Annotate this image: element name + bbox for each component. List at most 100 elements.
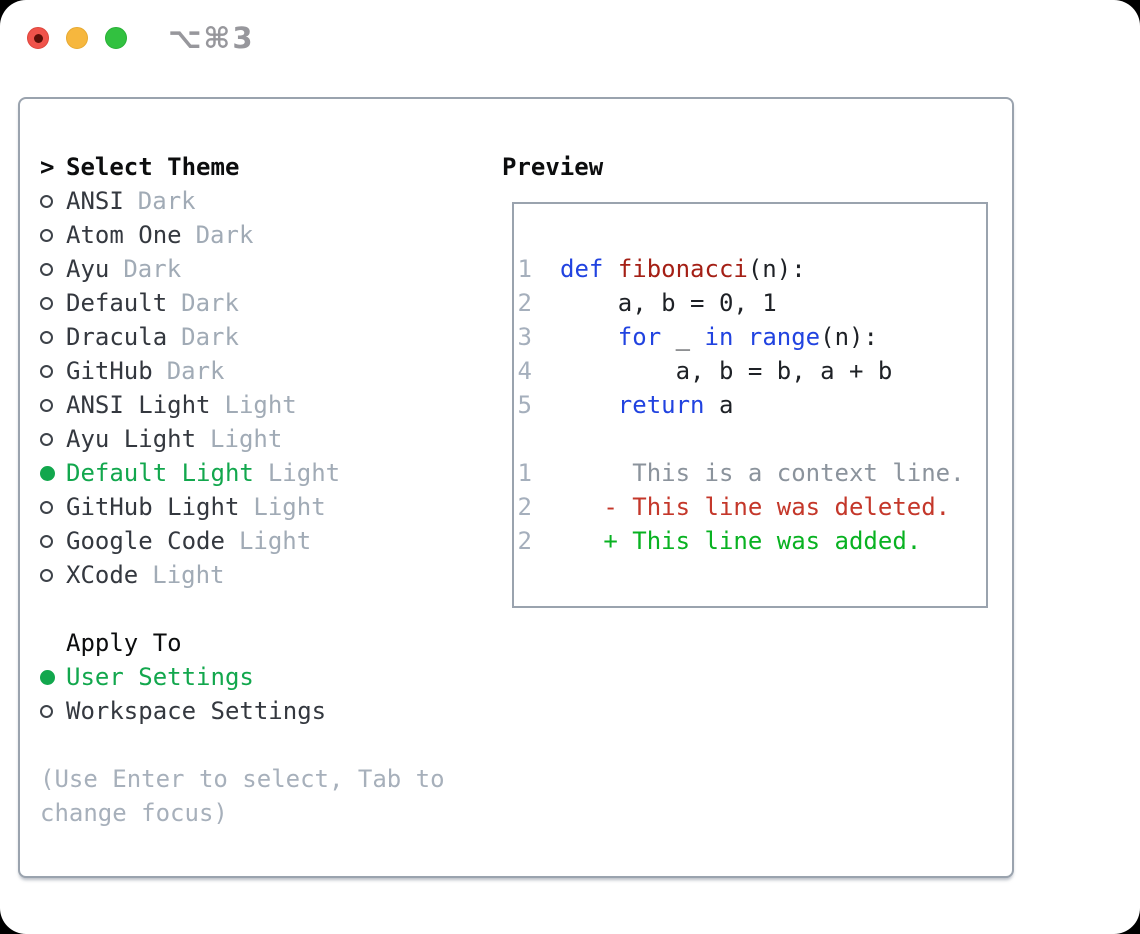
radio-gutter	[40, 500, 66, 514]
close-button[interactable]	[27, 27, 49, 49]
theme-option[interactable]: Ayu Light Light	[40, 422, 492, 456]
line-number: 2	[517, 527, 532, 555]
apply-option[interactable]: User Settings	[40, 660, 492, 694]
theme-variant: Light	[210, 425, 283, 453]
maximize-button[interactable]	[105, 27, 127, 49]
line-content: a, b = b, a + b	[560, 354, 893, 388]
theme-name: Ayu Light	[66, 425, 197, 453]
theme-name: Atom One	[66, 221, 182, 249]
theme-option[interactable]: Google Code Light	[40, 524, 492, 558]
theme-option[interactable]: ANSI Dark	[40, 184, 492, 218]
preview-title: Preview	[502, 153, 604, 181]
code-segment	[603, 255, 617, 283]
radio-icon	[40, 364, 53, 378]
code-segment: def	[560, 255, 604, 283]
code-segment: a, b = 0, 1	[560, 289, 777, 317]
code-segment: a, b = b, a + b	[560, 357, 893, 385]
radio-gutter	[40, 704, 66, 718]
radio-icon	[40, 500, 53, 514]
selected-radio-icon	[40, 465, 55, 481]
minimize-button[interactable]	[66, 27, 88, 49]
close-dot-icon	[33, 33, 43, 43]
code-segment	[560, 323, 618, 351]
theme-name: Google Code	[66, 527, 225, 555]
radio-gutter	[40, 262, 66, 276]
code-segment: This is a context line.	[560, 459, 965, 487]
preview-line: 2 + This line was added.	[514, 524, 986, 558]
apply-to-header: Apply To	[40, 626, 492, 660]
code-segment: - This line was deleted.	[560, 493, 951, 521]
theme-name: GitHub	[66, 357, 153, 385]
apply-option[interactable]: Workspace Settings	[40, 694, 492, 728]
theme-variant: Dark	[137, 187, 196, 215]
theme-option[interactable]: Default Dark	[40, 286, 492, 320]
radio-icon	[40, 534, 53, 548]
window-controls	[27, 27, 127, 49]
theme-variant: Light	[152, 561, 225, 589]
code-segment: fibonacci	[617, 255, 748, 283]
apply-option-label: Workspace Settings	[66, 697, 327, 725]
preview-line: 2 a, b = 0, 1	[514, 286, 986, 320]
theme-name: ANSI	[66, 187, 124, 215]
radio-icon	[40, 296, 53, 310]
theme-variant: Dark	[195, 221, 254, 249]
selected-radio-icon	[40, 669, 55, 685]
code-segment: (n):	[747, 255, 806, 283]
theme-option[interactable]: Atom One Dark	[40, 218, 492, 252]
code-segment: range	[747, 323, 821, 351]
theme-option[interactable]: XCode Light	[40, 558, 492, 592]
theme-variant: Dark	[123, 255, 182, 283]
preview-line	[514, 422, 986, 456]
radio-icon	[40, 330, 53, 344]
code-segment: return	[617, 391, 705, 419]
theme-variant: Light	[267, 459, 341, 487]
radio-icon	[40, 704, 53, 718]
radio-gutter	[40, 568, 66, 582]
line-content: This is a context line.	[560, 456, 965, 490]
code-segment: in	[704, 323, 734, 351]
code-segment: for	[617, 323, 662, 351]
line-number	[514, 422, 532, 456]
line-number: 3	[517, 323, 532, 351]
line-content: for _ in range(n):	[560, 320, 878, 354]
radio-icon	[40, 398, 53, 412]
code-segment	[733, 323, 747, 351]
apply-option-label: User Settings	[66, 663, 254, 691]
select-theme-title: Select Theme	[66, 153, 240, 181]
radio-icon	[40, 228, 53, 242]
line-content: return a	[560, 388, 734, 422]
radio-gutter	[40, 534, 66, 548]
preview-line: 1 This is a context line.	[514, 456, 986, 490]
prompt-caret: >	[40, 153, 55, 181]
theme-name: Default	[66, 289, 168, 317]
theme-option[interactable]: GitHub Light Light	[40, 490, 492, 524]
theme-name: GitHub Light	[66, 493, 240, 521]
theme-name: XCode	[66, 561, 139, 589]
radio-gutter	[40, 465, 66, 481]
line-number: 1	[517, 255, 532, 283]
radio-gutter	[40, 296, 66, 310]
line-content: a, b = 0, 1	[560, 286, 777, 320]
help-hint: (Use Enter to select, Tab to change focu…	[40, 765, 445, 827]
code-segment: + This line was added.	[560, 527, 922, 555]
window-title: ⌥⌘3	[168, 21, 255, 55]
code-segment: a	[704, 391, 734, 419]
theme-variant: Light	[238, 527, 312, 555]
radio-icon	[40, 194, 53, 208]
theme-variant: Light	[253, 493, 326, 521]
header-gutter: >	[40, 150, 66, 184]
line-number: 5	[517, 391, 532, 419]
code-segment	[560, 391, 618, 419]
radio-gutter	[40, 228, 66, 242]
line-content: + This line was added.	[560, 524, 921, 558]
preview-pane: 1 def fibonacci(n): 2 a, b = 0, 1 3 for _ i…	[512, 202, 988, 608]
theme-variant: Dark	[181, 289, 239, 317]
radio-gutter	[40, 330, 66, 344]
